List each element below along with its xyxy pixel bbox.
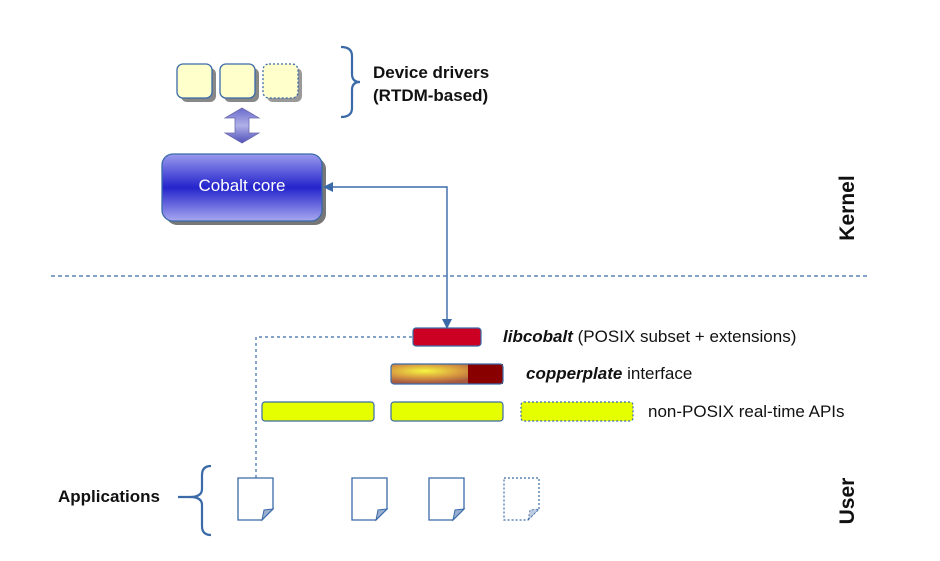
device-driver-boxes [176,63,302,102]
copperplate-bar-dark [468,364,503,384]
kernel-zone-label: Kernel [836,175,859,241]
driver-box-optional [262,63,299,99]
non-posix-apis-label: non-POSIX real-time APIs [648,402,845,421]
libcobalt-name: libcobalt [503,327,573,346]
app-to-libcobalt-connector [255,336,413,478]
application-doc-icon [351,477,389,522]
application-doc-icon [237,477,275,522]
applications-brace [178,464,212,537]
device-drivers-label: Device drivers (RTDM-based) [373,61,489,107]
double-arrow-icon [223,107,261,144]
device-drivers-subtitle: (RTDM-based) [373,86,489,105]
non-posix-bar [261,401,375,422]
application-doc-icon [428,477,466,522]
applications-label: Applications [58,487,161,506]
cobalt-core-label: Cobalt core [198,176,286,195]
arrowhead-to-core-icon [323,182,333,192]
arrowhead-to-libcobalt-icon [442,319,452,329]
libcobalt-description: (POSIX subset + extensions) [572,327,797,346]
copperplate-label: copperplate interface [526,364,692,384]
driver-box [176,63,213,99]
copperplate-bar [390,363,504,385]
device-drivers-title: Device drivers [373,63,490,82]
syscall-connector [325,186,448,328]
application-doc-optional-icon [503,477,541,522]
cobalt-core-box [161,153,323,222]
driver-box [219,63,256,99]
copperplate-name: copperplate [526,364,623,383]
copperplate-description: interface [622,364,693,383]
copperplate-bar-outline [390,363,504,385]
non-posix-bar-optional [520,401,634,422]
user-zone-label: User [836,477,859,525]
libcobalt-label: libcobalt (POSIX subset + extensions) [503,327,796,347]
device-drivers-brace [340,45,361,119]
non-posix-bar [390,401,504,422]
libcobalt-bar [412,327,482,347]
